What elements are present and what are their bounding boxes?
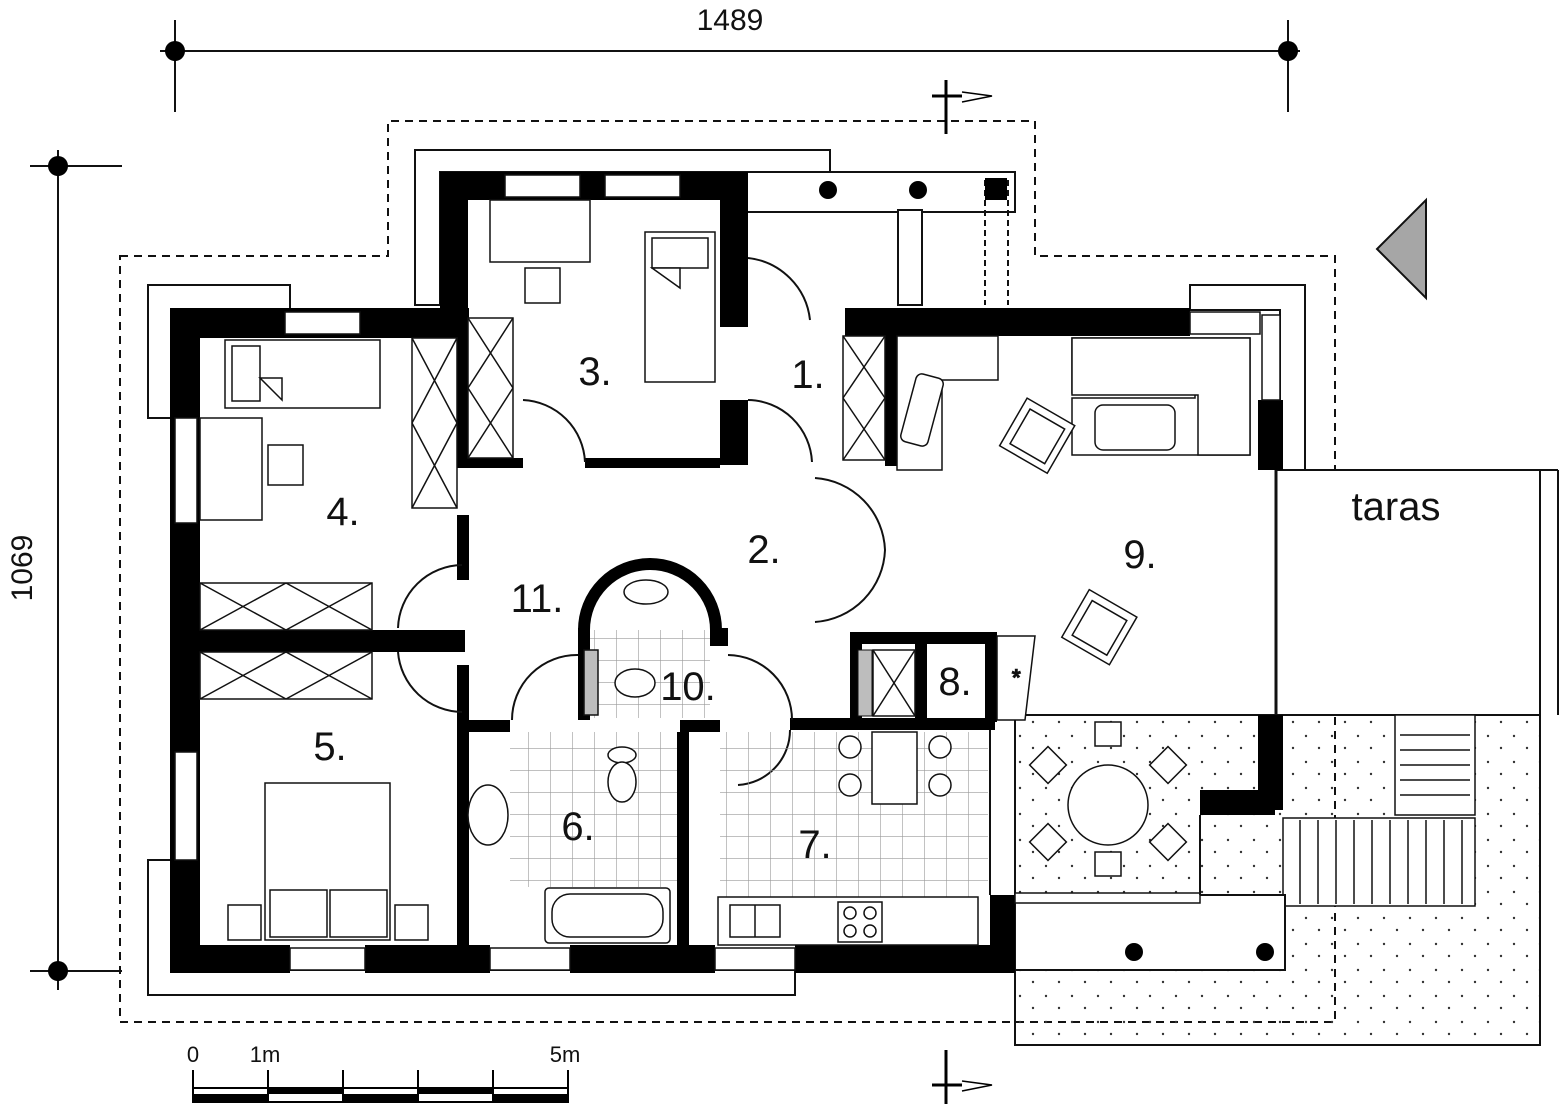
room-8-label: 8. xyxy=(938,660,971,704)
terrace-stairs xyxy=(1282,714,1476,907)
scale-zero-label: 0 xyxy=(187,1042,199,1067)
dimension-dots xyxy=(48,41,1298,981)
porch xyxy=(1014,894,1286,971)
room-6-label: 6. xyxy=(561,805,594,849)
height-dimension: 1069 xyxy=(6,535,39,602)
room-9-label: 9. xyxy=(1123,533,1156,577)
living-room-furniture xyxy=(896,335,1251,877)
bathroom-6-tiles xyxy=(510,732,677,887)
width-dimension: 1489 xyxy=(697,4,764,37)
roof-outline xyxy=(119,120,1336,1023)
dimension-lines xyxy=(30,20,1300,990)
wardrobes xyxy=(199,317,916,717)
section-marker-top xyxy=(932,80,993,134)
doors xyxy=(397,257,886,786)
svg-text:*: * xyxy=(1012,665,1021,690)
room-11-label: 11. xyxy=(511,577,564,621)
scale-1m-label: 1m xyxy=(250,1042,281,1067)
wc-curved-wall xyxy=(578,558,722,631)
room-3-furniture xyxy=(489,199,716,383)
north-arrow-icon xyxy=(1375,197,1427,301)
kitchen-7-fixtures xyxy=(717,731,979,946)
terrace-label: taras xyxy=(1352,485,1441,529)
bathroom-6-fixtures xyxy=(467,746,671,944)
scale-5m-label: 5m xyxy=(550,1042,581,1067)
fireplace: * xyxy=(996,635,1036,721)
kitchen-7-tiles xyxy=(720,732,988,897)
room-5-label: 5. xyxy=(313,725,346,769)
entrance-canopy xyxy=(739,171,1016,306)
room-2-label: 2. xyxy=(747,528,780,572)
wc-10-fixtures xyxy=(583,579,669,716)
room-7-label: 7. xyxy=(798,823,831,867)
bedroom-4-furniture xyxy=(199,339,381,521)
windows xyxy=(174,174,1281,971)
room-10-label: 10. xyxy=(660,665,716,709)
room-3-label: 3. xyxy=(578,350,611,394)
section-marker-bottom xyxy=(932,1050,993,1104)
room-4-label: 4. xyxy=(326,490,359,534)
bedroom-5-furniture xyxy=(227,782,429,941)
scale-bar: 0 1m 5m xyxy=(187,1042,581,1103)
room-1-label: 1. xyxy=(791,353,824,397)
